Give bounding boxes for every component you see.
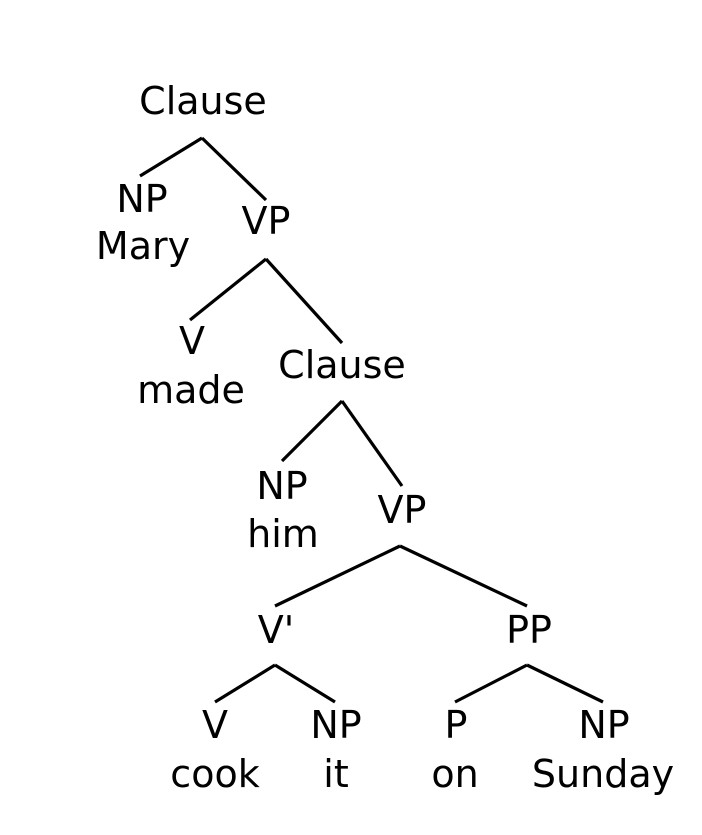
edge-vbar-np-it (274, 663, 336, 704)
tree-edges (139, 136, 604, 704)
node-vbar-label: V' (258, 608, 294, 652)
edge-pp-p-on (454, 663, 528, 704)
node-np-it-label: NP (310, 703, 361, 747)
node-v-cook-word: cook (170, 752, 259, 796)
edge-clause-vp (200, 136, 268, 202)
node-np-mary-label: NP (116, 177, 167, 221)
edge-clause-np-mary (139, 136, 203, 178)
node-np-him-label: NP (256, 464, 307, 508)
edge-vbar-v-cook (214, 663, 276, 704)
node-vp-top-label: VP (242, 199, 291, 243)
node-v-made-label: V (179, 319, 205, 363)
node-np-him-word: him (247, 512, 319, 556)
node-p-on-label: P (445, 703, 468, 747)
node-clause-top-label: Clause (139, 79, 267, 123)
tree-labels: Clause NP Mary VP V made Clause NP him V… (96, 79, 674, 796)
node-v-cook-label: V (202, 703, 228, 747)
node-np-mary-word: Mary (96, 224, 190, 268)
edge-vp-pp (399, 544, 528, 608)
node-vp-inner-label: VP (378, 488, 427, 532)
edge-vp-clause (264, 257, 344, 345)
edge-clause-vp-inner (340, 400, 404, 487)
edge-vp-vbar (274, 544, 401, 608)
node-v-made-word: made (137, 368, 245, 412)
node-np-sunday-label: NP (578, 703, 629, 747)
node-np-sunday-word: Sunday (532, 752, 674, 796)
node-np-it-word: it (323, 752, 348, 796)
node-clause-inner-label: Clause (278, 343, 406, 387)
node-p-on-word: on (431, 752, 478, 796)
edge-clause-np-him (280, 399, 344, 463)
node-pp-label: PP (506, 608, 552, 652)
edge-pp-np-sunday (526, 663, 604, 704)
edge-vp-v-made (188, 257, 268, 322)
